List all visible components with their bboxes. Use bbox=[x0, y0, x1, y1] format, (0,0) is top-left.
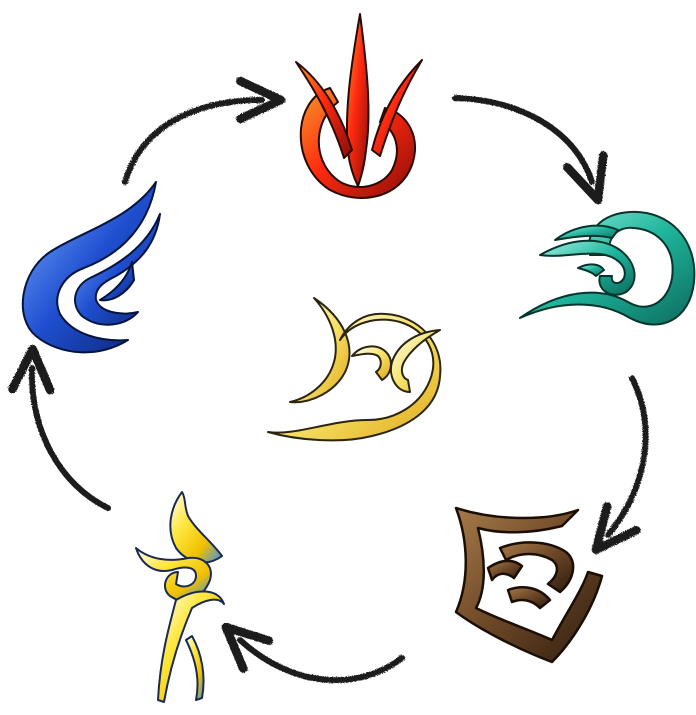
arrow-earth-to-lightning bbox=[240, 640, 402, 680]
light-swirl-icon bbox=[268, 298, 440, 440]
bolt-figure-icon bbox=[136, 492, 224, 702]
fire-spike-icon bbox=[296, 14, 422, 198]
arrow-lightning-to-wind bbox=[32, 368, 108, 508]
arrow-wind-to-fire bbox=[125, 100, 262, 182]
earth-shield-icon bbox=[456, 508, 602, 662]
wind-wing-icon bbox=[23, 182, 160, 352]
arrow-water-to-earth bbox=[608, 378, 646, 535]
wave-cloud-icon bbox=[520, 212, 694, 325]
arrow-fire-to-water bbox=[455, 98, 592, 182]
